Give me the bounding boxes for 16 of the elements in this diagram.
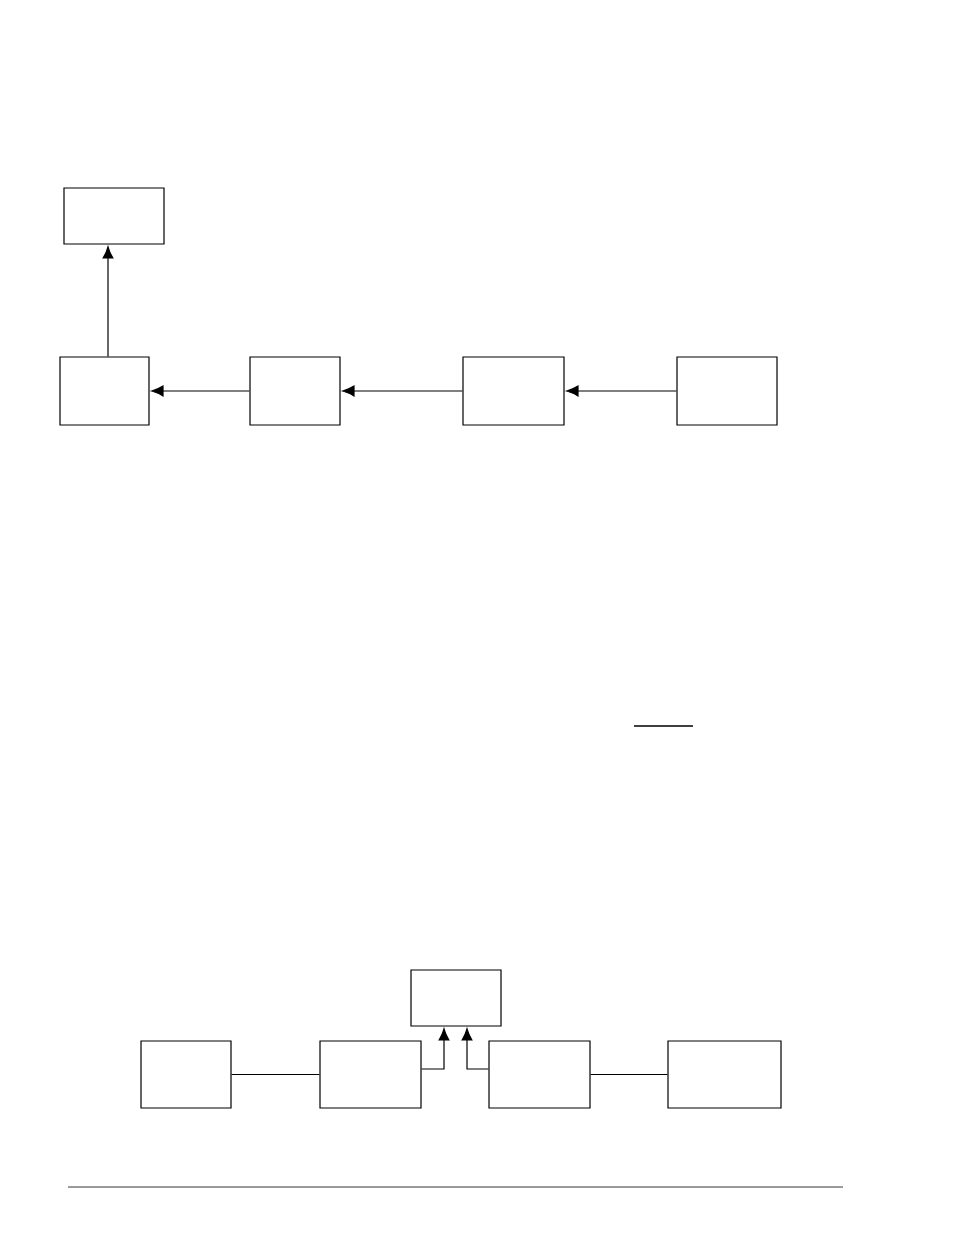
process-box	[63, 187, 165, 245]
arrow	[342, 385, 463, 397]
arrow	[461, 1028, 489, 1070]
process-box	[667, 1040, 782, 1109]
arrow	[102, 246, 114, 357]
process-box	[319, 1040, 422, 1109]
process-box	[140, 1040, 232, 1109]
process-box	[249, 356, 341, 426]
arrow	[566, 385, 677, 397]
process-box	[488, 1040, 591, 1109]
arrow	[151, 385, 250, 397]
process-box	[462, 356, 565, 426]
process-box	[676, 356, 778, 426]
process-box	[59, 356, 150, 426]
process-box	[410, 969, 502, 1027]
arrow	[421, 1028, 450, 1070]
